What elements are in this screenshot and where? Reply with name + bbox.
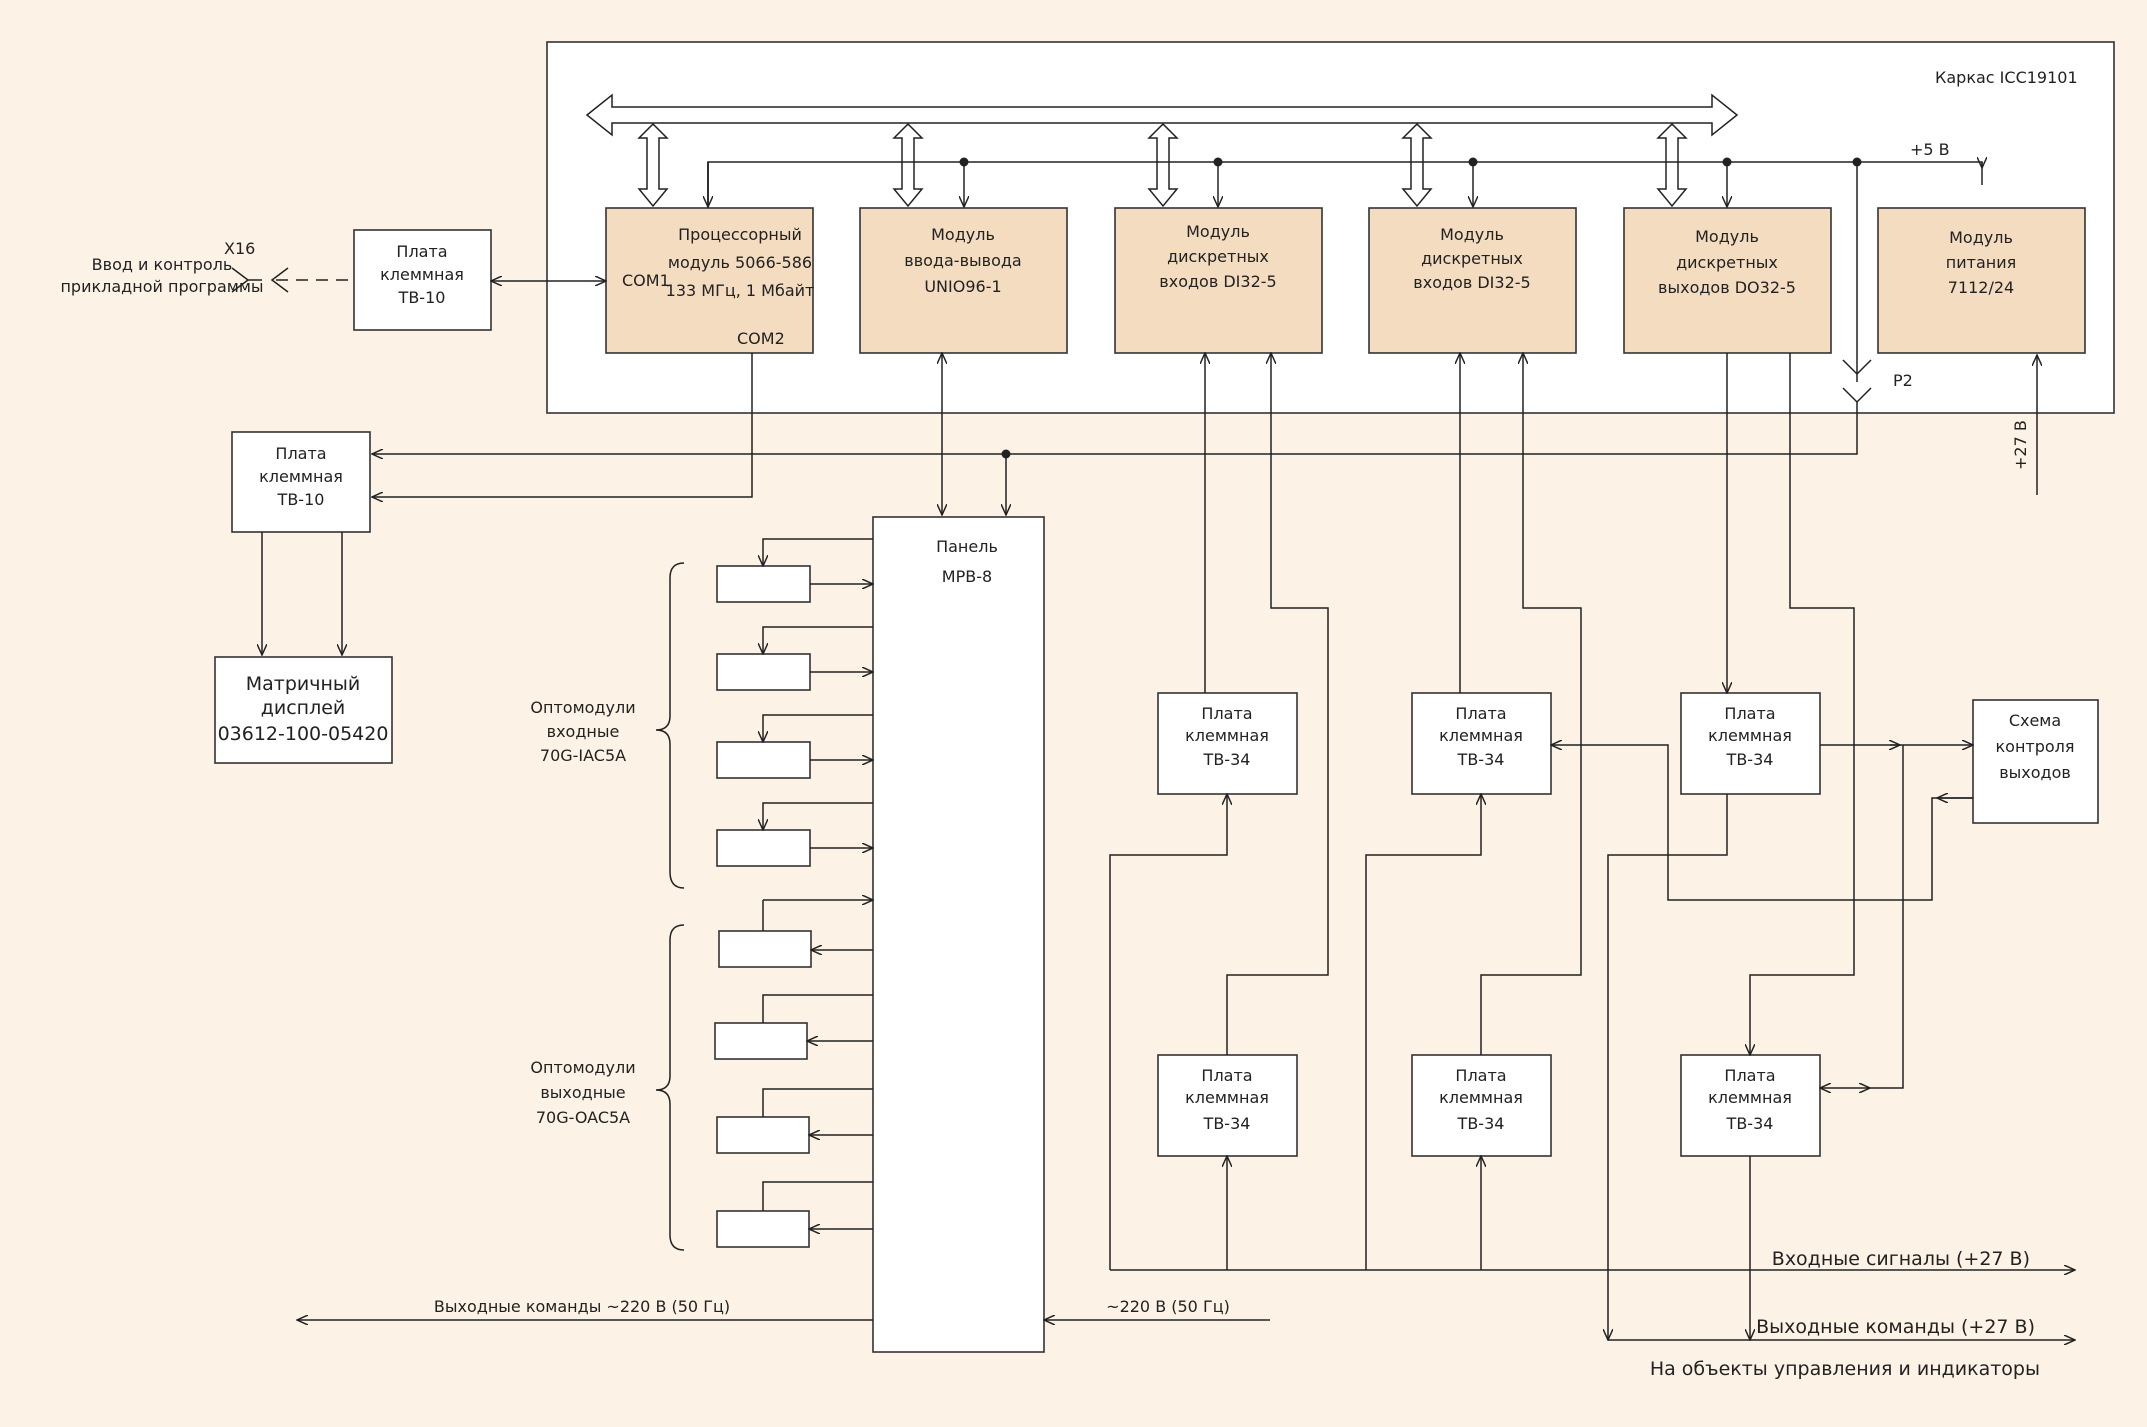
x16-label: X16 bbox=[224, 239, 255, 258]
svg-text:UNIO96-1: UNIO96-1 bbox=[924, 277, 1001, 296]
svg-text:Модуль: Модуль bbox=[1186, 222, 1250, 241]
output-commands-label: Выходные команды (+27 В) bbox=[1756, 1316, 2035, 1338]
svg-text:Плата: Плата bbox=[1724, 1066, 1775, 1085]
svg-text:клеммная: клеммная bbox=[1708, 726, 1792, 745]
in-220-label: ~220 В (50 Гц) bbox=[1106, 1297, 1230, 1316]
svg-text:Модуль: Модуль bbox=[1949, 228, 2013, 247]
svg-text:TB-34: TB-34 bbox=[1726, 1114, 1774, 1133]
svg-text:Плата: Плата bbox=[1455, 1066, 1506, 1085]
io-module: Модуль ввода-вывода UNIO96-1 bbox=[859, 207, 1068, 354]
terminal-board-tb34-6: Плата клеммная TB-34 bbox=[1680, 1054, 1821, 1157]
di1-wiring bbox=[1109, 353, 1329, 1270]
svg-text:Оптомодули: Оптомодули bbox=[530, 1058, 635, 1077]
panel-mpb8: Панель MPB-8 bbox=[872, 516, 1045, 1353]
objects-label: На объекты управления и индикаторы bbox=[1650, 1358, 2040, 1380]
svg-text:Оптомодули: Оптомодули bbox=[530, 698, 635, 717]
svg-text:входов DI32-5: входов DI32-5 bbox=[1159, 272, 1276, 291]
svg-text:TB-34: TB-34 bbox=[1457, 1114, 1505, 1133]
do-module: Модуль дискретных выходов DO32-5 bbox=[1623, 207, 1832, 354]
terminal-board-tb10-left: Плата клеммная TB-10 bbox=[231, 431, 371, 533]
com1-label: COM1 bbox=[622, 271, 670, 290]
svg-text:выходов: выходов bbox=[1999, 763, 2071, 782]
svg-text:клеммная: клеммная bbox=[259, 467, 343, 486]
svg-text:клеммная: клеммная bbox=[380, 265, 464, 284]
terminal-board-tb34-2: Плата клеммная TB-34 bbox=[1411, 692, 1552, 795]
p2-connector: P2 bbox=[372, 162, 1913, 454]
svg-text:TB-10: TB-10 bbox=[398, 288, 446, 307]
svg-text:TB-10: TB-10 bbox=[277, 490, 325, 509]
svg-text:TB-34: TB-34 bbox=[1203, 1114, 1251, 1133]
svg-text:клеммная: клеммная bbox=[1439, 1088, 1523, 1107]
svg-text:дискретных: дискретных bbox=[1421, 249, 1523, 268]
svg-text:выходные: выходные bbox=[540, 1083, 625, 1102]
terminal-board-tb34-1: Плата клеммная TB-34 bbox=[1157, 692, 1298, 795]
terminal-board-tb10-top: Плата клеммная TB-10 bbox=[353, 229, 492, 331]
di-module-2: Модуль дискретных входов DI32-5 bbox=[1368, 207, 1577, 354]
svg-text:модуль 5066-586: модуль 5066-586 bbox=[668, 253, 812, 272]
svg-text:Панель: Панель bbox=[936, 537, 998, 556]
svg-text:клеммная: клеммная bbox=[1439, 726, 1523, 745]
svg-text:Матричный: Матричный bbox=[246, 673, 361, 695]
terminal-board-tb34-5: Плата клеммная TB-34 bbox=[1411, 1054, 1552, 1157]
svg-text:входные: входные bbox=[547, 722, 620, 741]
svg-text:Плата: Плата bbox=[396, 242, 447, 261]
system-bus bbox=[585, 93, 1739, 137]
svg-text:Плата: Плата bbox=[1201, 704, 1252, 723]
com2-label: COM2 bbox=[737, 329, 785, 348]
svg-text:входов DI32-5: входов DI32-5 bbox=[1413, 273, 1530, 292]
svg-text:Модуль: Модуль bbox=[1695, 227, 1759, 246]
plus5-label: +5 В bbox=[1910, 140, 1950, 159]
svg-text:дисплей: дисплей bbox=[261, 697, 346, 719]
svg-text:Модуль: Модуль bbox=[1440, 225, 1504, 244]
svg-text:TB-34: TB-34 bbox=[1726, 750, 1774, 769]
svg-text:Плата: Плата bbox=[275, 444, 326, 463]
svg-text:70G-OAC5A: 70G-OAC5A bbox=[536, 1108, 630, 1127]
svg-text:клеммная: клеммная bbox=[1185, 726, 1269, 745]
chassis-title: Каркас ICC19101 bbox=[1935, 68, 2078, 87]
output-control-scheme: Схема контроля выходов bbox=[1972, 699, 2099, 824]
svg-text:выходов DO32-5: выходов DO32-5 bbox=[1658, 278, 1796, 297]
out-220-label: Выходные команды ~220 В (50 Гц) bbox=[434, 1297, 730, 1316]
svg-text:P2: P2 bbox=[1893, 371, 1913, 390]
svg-text:Плата: Плата bbox=[1201, 1066, 1252, 1085]
di2-wiring bbox=[1365, 353, 1582, 1270]
svg-text:03612-100-05420: 03612-100-05420 bbox=[218, 723, 389, 745]
svg-text:ввода-вывода: ввода-вывода bbox=[904, 251, 1021, 270]
output-commands-bus: Выходные команды (+27 В) На объекты упра… bbox=[1608, 1316, 2075, 1380]
svg-text:питания: питания bbox=[1946, 253, 2016, 272]
svg-text:Модуль: Модуль bbox=[931, 225, 995, 244]
svg-text:Схема: Схема bbox=[2009, 711, 2061, 730]
bus-taps bbox=[637, 122, 1688, 208]
svg-text:TB-34: TB-34 bbox=[1457, 750, 1505, 769]
svg-text:7112/24: 7112/24 bbox=[1948, 278, 2014, 297]
svg-text:клеммная: клеммная bbox=[1185, 1088, 1269, 1107]
svg-text:Процессорный: Процессорный bbox=[678, 225, 802, 244]
processor-module: Процессорный модуль 5066-586 133 МГц, 1 … bbox=[605, 207, 815, 354]
svg-text:дискретных: дискретных bbox=[1676, 253, 1778, 272]
svg-text:дискретных: дискретных bbox=[1167, 247, 1269, 266]
terminal-board-tb34-4: Плата клеммная TB-34 bbox=[1157, 1054, 1298, 1157]
svg-text:прикладной программы: прикладной программы bbox=[60, 277, 263, 296]
svg-text:133 МГц, 1 Мбайт: 133 МГц, 1 Мбайт bbox=[666, 281, 815, 300]
matrix-display: Матричный дисплей 03612-100-05420 bbox=[214, 656, 393, 764]
plus27-label: +27 В bbox=[2011, 420, 2030, 470]
opto-output-modules: Оптомодули выходные 70G-OAC5A bbox=[530, 900, 873, 1251]
terminal-board-tb34-3: Плата клеммная TB-34 bbox=[1680, 692, 1821, 795]
svg-text:контроля: контроля bbox=[1995, 737, 2074, 756]
power-module: Модуль питания 7112/24 bbox=[1877, 207, 2086, 354]
svg-text:Плата: Плата bbox=[1724, 704, 1775, 723]
svg-text:Ввод и контроль: Ввод и контроль bbox=[92, 255, 233, 274]
opto-input-modules: Оптомодули входные 70G-IAC5A bbox=[530, 538, 873, 889]
di-module-1: Модуль дискретных входов DI32-5 bbox=[1114, 207, 1323, 354]
do-wiring bbox=[1551, 353, 1973, 1340]
input-signals-bus: Входные сигналы (+27 В) bbox=[1110, 1248, 2075, 1270]
svg-text:TB-34: TB-34 bbox=[1203, 750, 1251, 769]
svg-text:MPB-8: MPB-8 bbox=[942, 567, 992, 586]
input-signals-label: Входные сигналы (+27 В) bbox=[1772, 1248, 2030, 1270]
svg-text:70G-IAC5A: 70G-IAC5A bbox=[540, 746, 626, 765]
svg-text:клеммная: клеммная bbox=[1708, 1088, 1792, 1107]
svg-text:Плата: Плата bbox=[1455, 704, 1506, 723]
program-input: Ввод и контроль прикладной программы X16 bbox=[60, 239, 352, 296]
